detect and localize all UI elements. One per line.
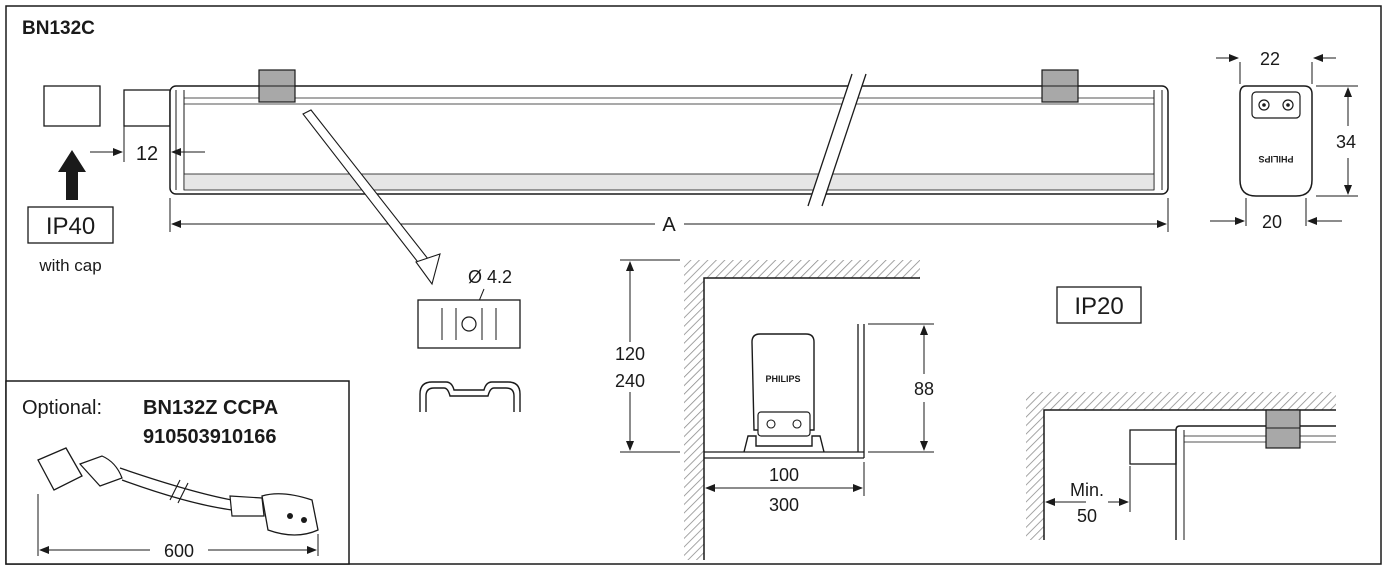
cable [119, 467, 233, 511]
dim-end-cap: 12 [136, 143, 158, 165]
accessory-product-code: BN132Z CCPA [143, 397, 278, 419]
dim-unit-height: 88 [914, 379, 934, 399]
break-line [807, 73, 853, 207]
luminaire-brand: PHILIPS [765, 374, 800, 384]
insert-arrow-icon [58, 150, 86, 200]
ceiling-hatch [1026, 392, 1336, 410]
wall-hatch [684, 278, 704, 560]
mounting-view: PHILIPS 120 240 88 100 300 IP20 [615, 259, 1142, 560]
ip40-note: with cap [38, 256, 101, 275]
end-cap-shape [43, 85, 101, 127]
end-view: PHILIPS 22 34 20 [1210, 49, 1358, 232]
ip40-label: IP40 [46, 213, 95, 240]
mounting-hole [461, 316, 477, 332]
optional-label: Optional: [22, 397, 102, 419]
dim-width: 100 [769, 465, 799, 485]
drawing-frame [5, 5, 1382, 565]
plug-connector [37, 447, 83, 491]
socket [1251, 91, 1301, 119]
dim-clearance-top: 120 [615, 344, 645, 364]
clip-profile [419, 381, 521, 412]
dim-height: 34 [1336, 132, 1356, 152]
diffuser-stripe [183, 173, 1155, 191]
min-clearance-view: Min. 50 [1026, 392, 1336, 540]
ceiling-hatch [684, 260, 920, 278]
connector-stub [123, 89, 171, 127]
luminaire-edge [1175, 425, 1336, 540]
dim-clearance-top-alt: 240 [615, 371, 645, 391]
dim-length: A [662, 214, 676, 236]
clip-detail: Ø 4.2 [302, 109, 521, 412]
break-line [821, 73, 867, 207]
min-value: 50 [1077, 506, 1097, 526]
accessory-order-number: 910503910166 [143, 426, 276, 448]
mounting-clip-end [743, 435, 825, 453]
luminaire-end [751, 333, 815, 431]
ip40-box [27, 206, 114, 244]
mounting-clip [1265, 409, 1301, 449]
drawing-title: BN132C [22, 18, 95, 39]
dim-width-alt: 300 [769, 495, 799, 515]
min-label: Min. [1070, 480, 1104, 500]
optional-accessory-panel: Optional: BN132Z CCPA 910503910166 600 [5, 380, 350, 565]
ip20-box [1056, 286, 1142, 324]
cable-length: 600 [164, 541, 194, 561]
end-cap-brand: PHILIPS [1258, 154, 1293, 164]
wall-hatch [1026, 410, 1044, 540]
dim-top-width: 22 [1260, 49, 1280, 69]
hole-label: Ø 4.2 [468, 267, 512, 287]
luminaire-side-view: IP40 with cap 12 A [27, 69, 1169, 275]
connector-stub [1129, 429, 1177, 465]
dim-bottom-width: 20 [1262, 212, 1282, 232]
ip20-label: IP20 [1074, 293, 1123, 320]
detail-arrowhead-icon [415, 253, 441, 286]
